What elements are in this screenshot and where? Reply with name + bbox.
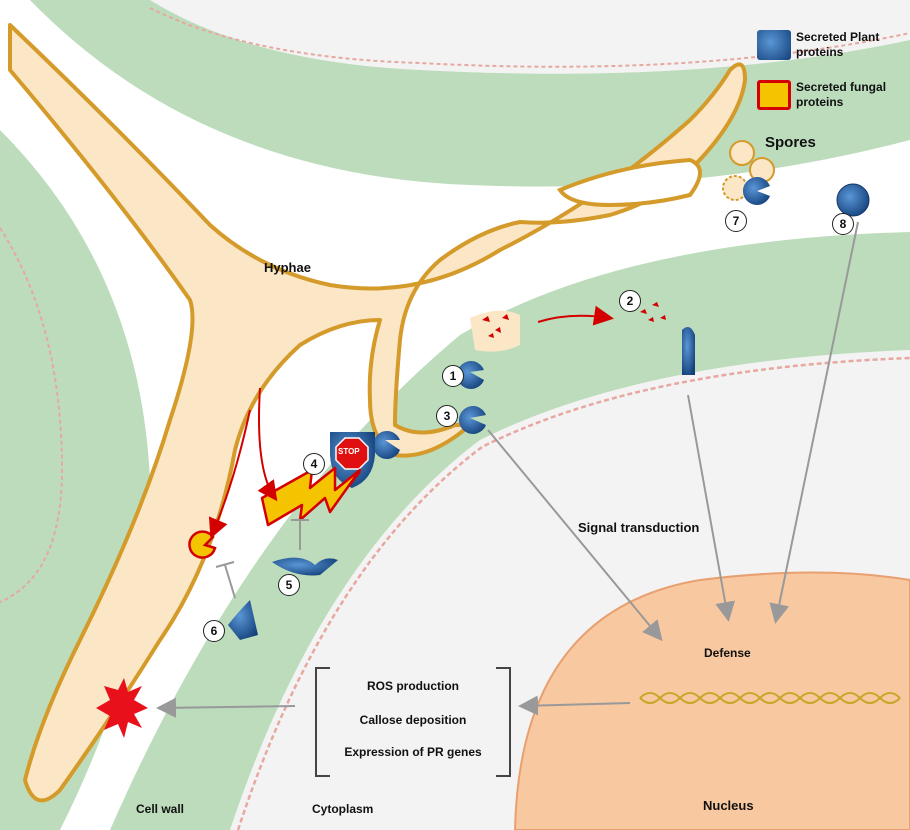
cytoplasm-label: Cytoplasm (312, 802, 374, 816)
legend-plant-swatch (757, 30, 791, 60)
step-7: 7 (725, 210, 747, 232)
plant-protein-cw (372, 431, 400, 459)
defense-label: Defense (704, 646, 751, 660)
response-bracket-right (496, 667, 511, 777)
hyphae-branch-top (556, 157, 702, 208)
red-arrows (208, 305, 614, 539)
dna-helix (639, 692, 901, 704)
cell-wall-middle (110, 232, 910, 830)
step-8: 8 (832, 213, 854, 235)
plant-inhibitor-5 (272, 557, 338, 576)
legend-fungal-swatch (757, 80, 791, 110)
plant-protein-3 (458, 406, 486, 434)
legend-fungal-label: Secreted fungal proteins (796, 80, 887, 109)
top-cell-cytoplasm (150, 0, 910, 74)
stop-sign-text: STOP (338, 447, 360, 456)
membrane-right (236, 356, 910, 830)
nucleus-label: Nucleus (703, 798, 754, 813)
spore-1 (729, 140, 755, 166)
membrane-receptor (682, 326, 695, 375)
membrane-left (0, 227, 64, 603)
step-2: 2 (619, 290, 641, 312)
signal-transduction-label: Signal transduction (578, 520, 700, 535)
step-6: 6 (203, 620, 225, 642)
plant-protein-1 (456, 361, 484, 389)
grey-arrows (156, 221, 859, 718)
inhibition-lines (215, 519, 309, 599)
plant-inhibitor-6 (228, 600, 258, 640)
hyphae-penetration (470, 310, 520, 352)
plant-protein-free (836, 183, 870, 217)
hyphae-label: Hyphae (264, 260, 311, 275)
response-callose: Callose deposition (359, 713, 467, 727)
nucleus-shape (513, 571, 910, 830)
response-ros: ROS production (367, 679, 459, 693)
plant-protein-spore (742, 177, 770, 206)
response-bracket-left (315, 667, 330, 777)
secreted-fragments (482, 302, 666, 338)
stop-octagon (335, 437, 369, 470)
spores-label: Spores (765, 134, 816, 151)
ros-burst-star (96, 678, 148, 738)
fungal-lightning (260, 466, 362, 527)
response-pr-genes: Expression of PR genes (344, 745, 482, 759)
step-5: 5 (278, 574, 300, 596)
cell-wall-label: Cell wall (136, 802, 185, 816)
step-3: 3 (436, 405, 458, 427)
step-4: 4 (303, 453, 325, 475)
step-1: 1 (442, 365, 464, 387)
legend-plant-label: Secreted Plant proteins (796, 30, 880, 59)
